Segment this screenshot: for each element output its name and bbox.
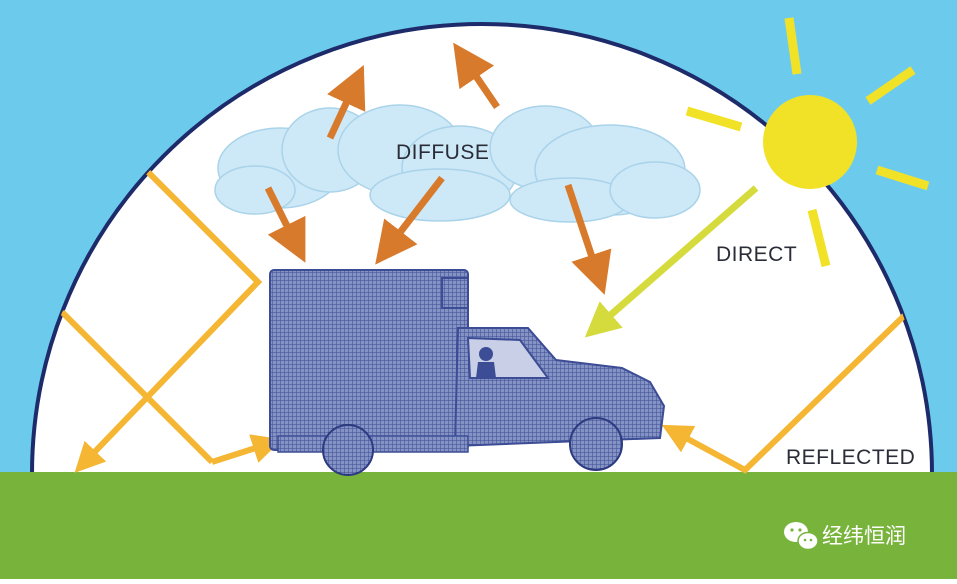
reflected-rays [59,169,911,474]
sun-icon [685,17,930,268]
wechat-icon [784,522,819,551]
direct-ray [584,185,759,338]
truck-mesh [269,269,666,476]
clouds [214,104,701,223]
watermark: 经纬恒润 [780,520,906,550]
diffuse-label: DIFFUSE [396,141,490,164]
diffuse-arrows [264,42,612,295]
watermark-text: 经纬恒润 [822,524,906,548]
reflected-label: REFLECTED [786,446,916,469]
direct-label: DIRECT [716,243,798,266]
